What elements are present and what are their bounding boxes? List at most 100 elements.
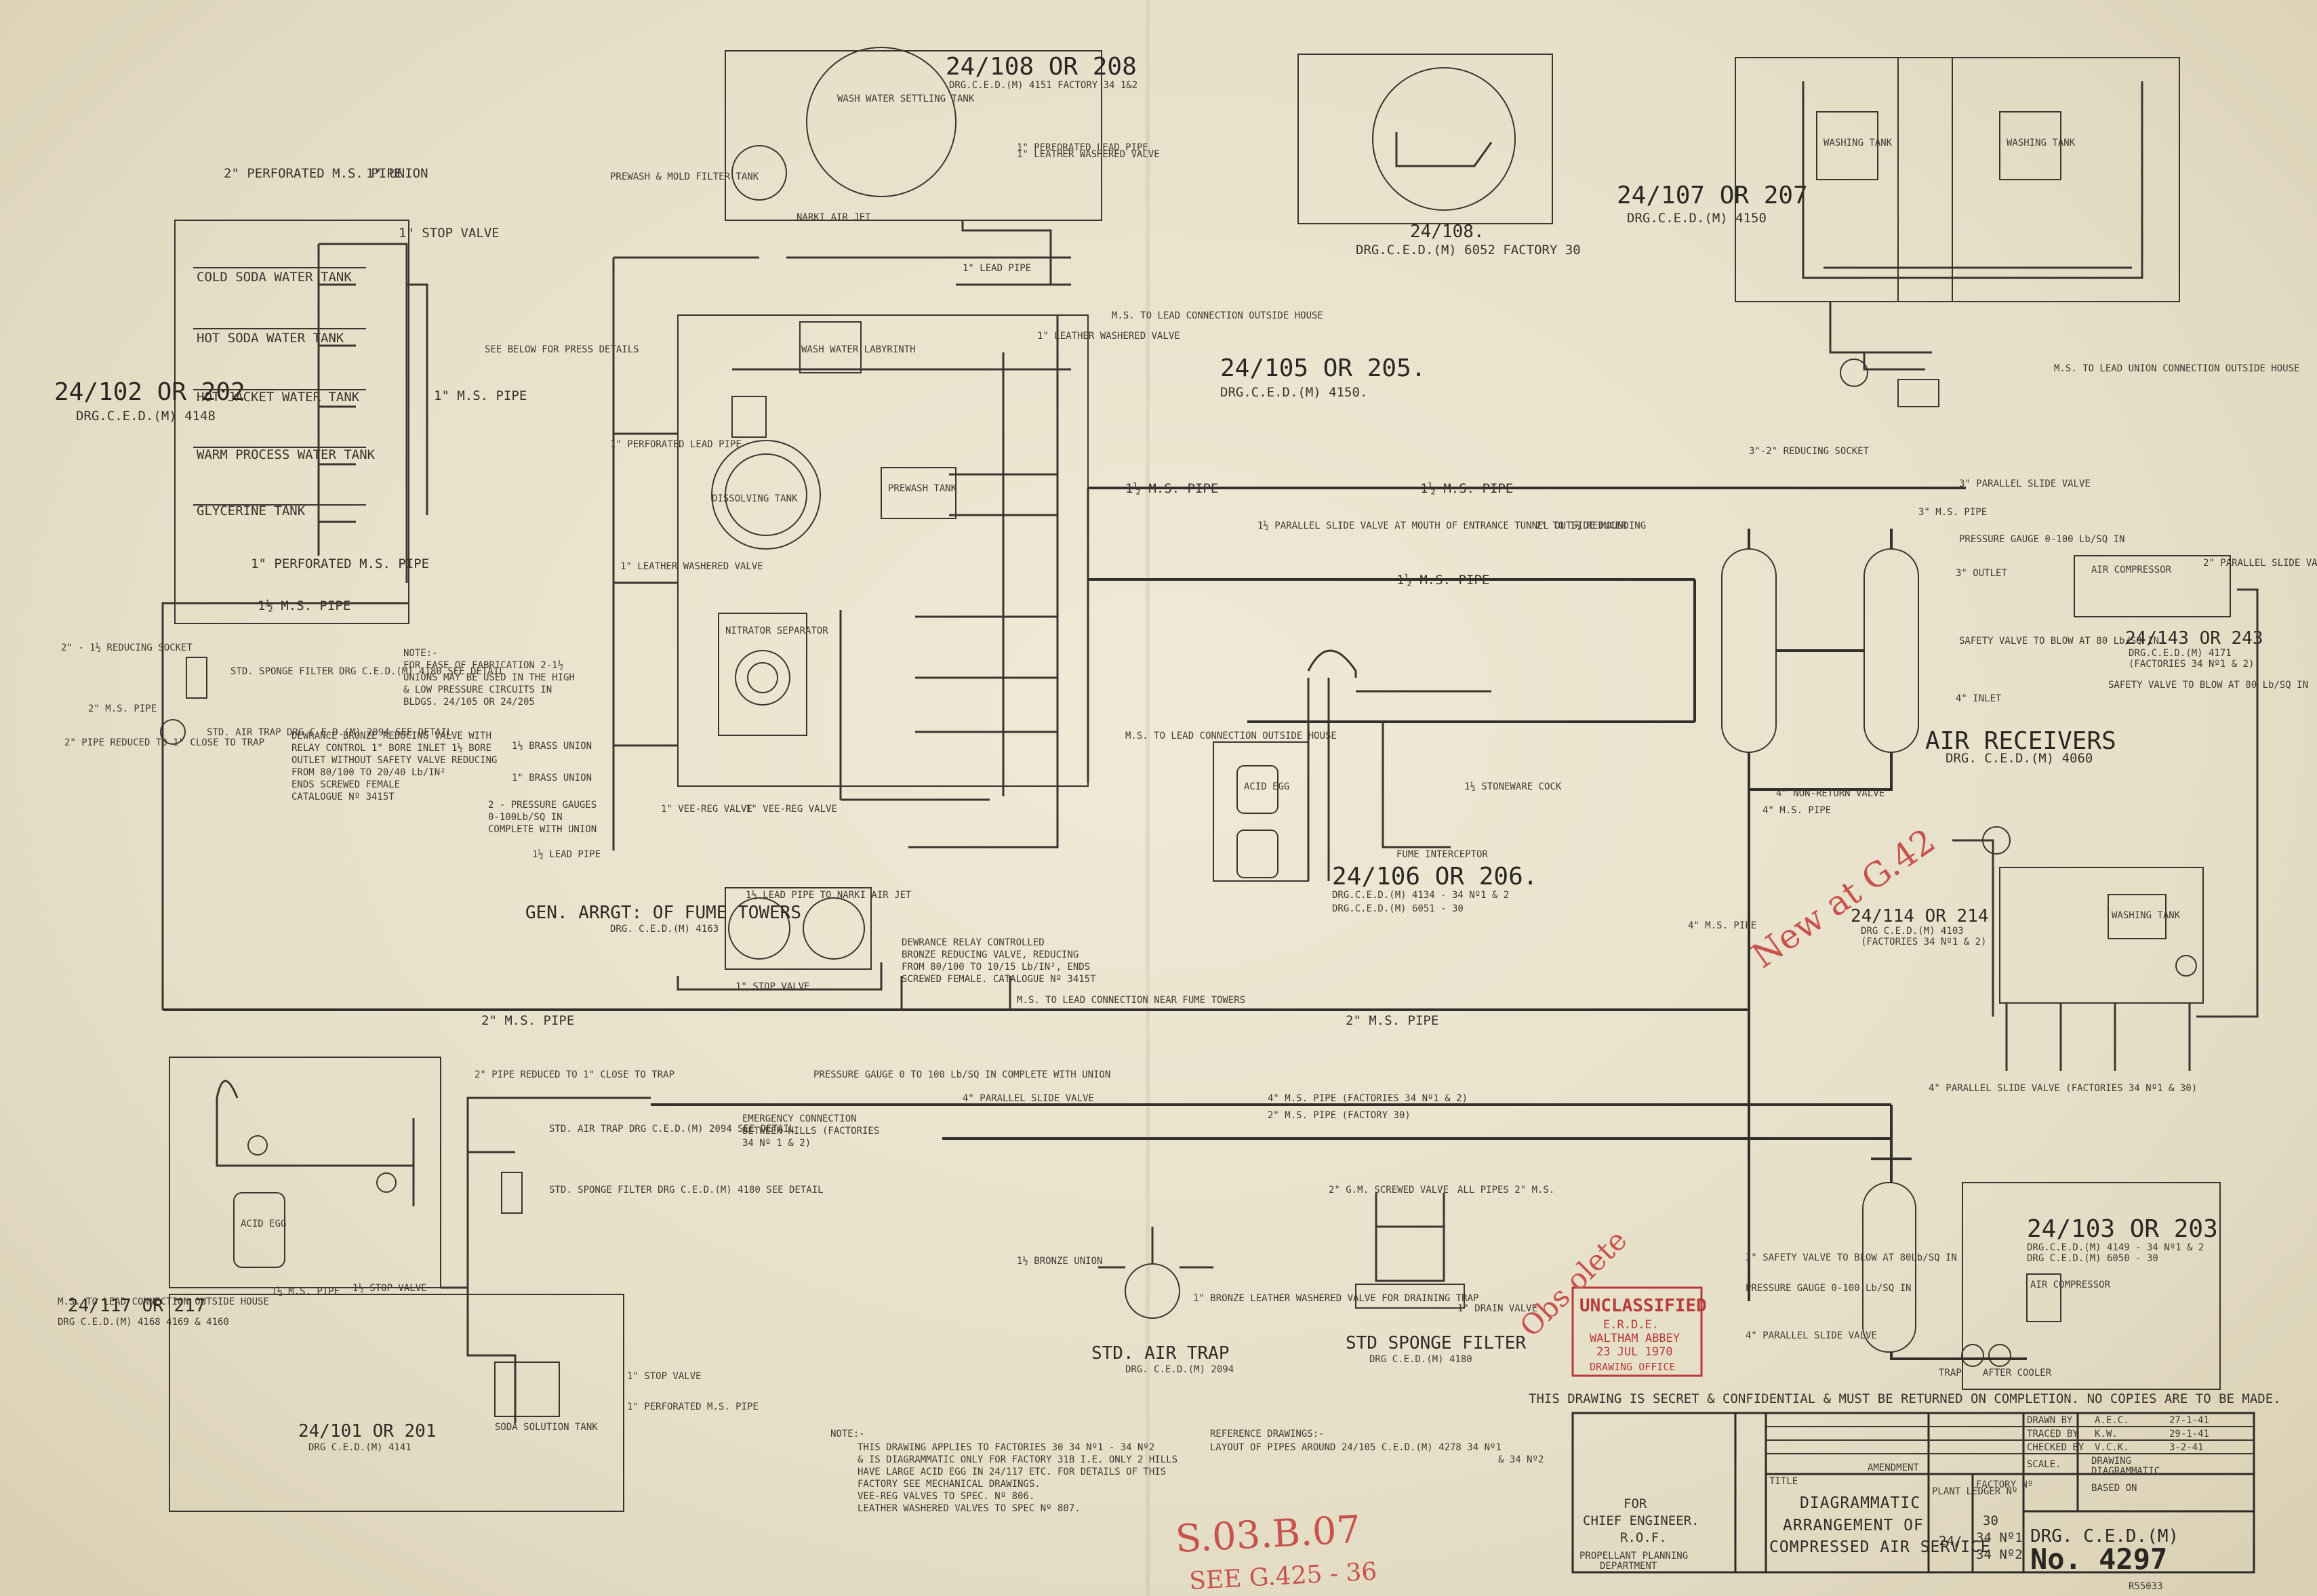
svg-text:3" OUTLET: 3" OUTLET [1956, 568, 2007, 579]
svg-text:WASHING TANK: WASHING TANK [1824, 138, 1893, 148]
svg-text:BLDGS. 24/105 OR 24/205: BLDGS. 24/105 OR 24/205 [403, 697, 535, 708]
svg-text:ACID EGG: ACID EGG [241, 1219, 286, 1229]
svg-text:CHECKED BY: CHECKED BY [2027, 1442, 2084, 1453]
svg-text:M.S. TO LEAD UNION CONNECTION: M.S. TO LEAD UNION CONNECTION OUTSIDE HO… [2054, 363, 2299, 374]
section-107-title: 24/107 OR 207 [1617, 182, 1808, 209]
section-24-106: 24/106 OR 206. DRG.C.E.D.(M) 4134 - 34 N… [1213, 649, 1562, 914]
svg-text:DRG C.E.D.(M) 6050 - 30: DRG C.E.D.(M) 6050 - 30 [2027, 1253, 2158, 1264]
tank-warm-process: WARM PROCESS WATER TANK [197, 447, 376, 462]
unclassified-stamp: UNCLASSIFIED E.R.D.E. WALTHAM ABBEY 23 J… [1571, 1286, 1707, 1377]
label-pipe-reduced: 2" PIPE REDUCED TO 1" CLOSE TO TRAP [64, 737, 264, 748]
svg-text:E.R.D.E.: E.R.D.E. [1603, 1318, 1659, 1332]
svg-text:SODA SOLUTION TANK: SODA SOLUTION TANK [495, 1422, 598, 1433]
svg-text:AIR COMPRESSOR: AIR COMPRESSOR [2091, 565, 2172, 575]
svg-text:M.S. TO LEAD CONNECTION OUTSID: M.S. TO LEAD CONNECTION OUTSIDE HOUSE [1112, 310, 1323, 321]
svg-text:4" M.S. PIPE: 4" M.S. PIPE [1688, 920, 1756, 931]
svg-text:DRG C.E.D.(M) 4180: DRG C.E.D.(M) 4180 [1369, 1354, 1472, 1365]
svg-text:FOR: FOR [1624, 1496, 1647, 1511]
svg-text:30: 30 [1983, 1513, 1998, 1528]
section-108-drg: DRG.C.E.D.(M) 4151 FACTORY 34 1&2 [949, 80, 1137, 91]
svg-text:1½ M.S. PIPE: 1½ M.S. PIPE [1420, 481, 1513, 496]
svg-text:NOTE:-: NOTE:- [403, 648, 438, 659]
svg-text:1½ M.S. PIPE: 1½ M.S. PIPE [271, 1286, 340, 1297]
svg-text:1" DRAIN VALVE: 1" DRAIN VALVE [1457, 1303, 1537, 1314]
title-line-1: DIAGRAMMATIC [1800, 1494, 1920, 1512]
nitrator-separator [718, 613, 807, 736]
svg-text:DRAWN BY: DRAWN BY [2027, 1415, 2073, 1426]
svg-text:(FACTORIES 34 Nº1 & 2): (FACTORIES 34 Nº1 & 2) [2129, 659, 2254, 670]
label-ms-pipe-1: 1" M.S. PIPE [434, 388, 527, 403]
svg-text:3-2-41: 3-2-41 [2169, 1442, 2204, 1453]
svg-text:NOTE:-: NOTE:- [830, 1429, 865, 1439]
svg-text:STD. SPONGE FILTER DRG C.E.D.(: STD. SPONGE FILTER DRG C.E.D.(M) 4180 SE… [549, 1185, 824, 1195]
svg-text:4" PARALLEL SLIDE VALVE: 4" PARALLEL SLIDE VALVE [963, 1093, 1094, 1104]
svg-text:SCREWED FEMALE. CATALOGUE Nº 3: SCREWED FEMALE. CATALOGUE Nº 3415T [902, 974, 1096, 985]
tank-hot-soda: HOT SODA WATER TANK [197, 331, 344, 346]
svg-text:SAFETY VALVE TO BLOW AT 80 Lb/: SAFETY VALVE TO BLOW AT 80 Lb/SQ IN [1959, 636, 2159, 647]
section-24-103: 24/103 OR 203 DRG.C.E.D.(M) 4149 - 34 Nº… [1746, 1139, 2221, 1390]
svg-text:1" LEAD PIPE: 1" LEAD PIPE [963, 263, 1031, 274]
fabrication-note: NOTE:- FOR EASE OF FABRICATION 2-1½ UNIO… [403, 648, 575, 708]
section-24-117: ACID EGG 24/117 OR 217 DRG C.E.D.(M) 416… [58, 1057, 824, 1328]
svg-text:1½ LEAD PIPE TO NARKI AIR JET: 1½ LEAD PIPE TO NARKI AIR JET [746, 890, 912, 901]
svg-text:34 Nº2: 34 Nº2 [1976, 1547, 2023, 1562]
svg-text:1½ PARALLEL SLIDE VALVE AT MOU: 1½ PARALLEL SLIDE VALVE AT MOUTH OF ENTR… [1257, 520, 1646, 531]
red-mark-location: S.03.B.07 [1174, 1508, 1361, 1561]
svg-text:2" M.S. PIPE: 2" M.S. PIPE [1346, 1013, 1438, 1028]
svg-text:DRG. C.E.D.(M) 2094: DRG. C.E.D.(M) 2094 [1125, 1364, 1234, 1375]
svg-text:FUME INTERCEPTOR: FUME INTERCEPTOR [1396, 849, 1488, 860]
svg-text:1½ LEAD PIPE: 1½ LEAD PIPE [532, 849, 601, 860]
svg-text:1" VEE-REG VALVE: 1" VEE-REG VALVE [661, 804, 752, 815]
svg-text:RELAY CONTROL 1" BORE INLET 1½: RELAY CONTROL 1" BORE INLET 1½ BORE [291, 743, 491, 754]
svg-text:K.W.: K.W. [2095, 1429, 2118, 1439]
svg-text:3" PARALLEL SLIDE VALVE: 3" PARALLEL SLIDE VALVE [1959, 478, 2091, 489]
reference-note: REFERENCE DRAWINGS:- LAYOUT OF PIPES ARO… [1210, 1429, 1544, 1465]
svg-text:BRONZE REDUCING VALVE, REDUCIN: BRONZE REDUCING VALVE, REDUCING [902, 949, 1079, 960]
label-ms-pipe-15: 1½ M.S. PIPE [258, 598, 350, 613]
svg-text:LEATHER WASHERED VALVES TO SPE: LEATHER WASHERED VALVES TO SPEC Nº 807. [858, 1503, 1081, 1514]
dissolving-tank [711, 440, 821, 550]
svg-text:REFERENCE DRAWINGS:-: REFERENCE DRAWINGS:- [1210, 1429, 1325, 1439]
svg-text:FACTORY SEE MECHANICAL DRAWING: FACTORY SEE MECHANICAL DRAWINGS. [858, 1479, 1041, 1490]
svg-text:TRAP: TRAP [1939, 1368, 1962, 1378]
svg-text:DRG.C.E.D.(M) 4134 - 34 Nº1 &: DRG.C.E.D.(M) 4134 - 34 Nº1 & 2 [1332, 890, 1509, 901]
svg-text:2" PARALLEL SLIDE VALVE: 2" PARALLEL SLIDE VALVE [2203, 558, 2317, 569]
prewash-tank [881, 467, 956, 519]
svg-text:23 JUL 1970: 23 JUL 1970 [1596, 1345, 1673, 1359]
amendment-label: AMENDMENT [1868, 1462, 1919, 1473]
svg-text:1" LEATHER WASHERED VALVE: 1" LEATHER WASHERED VALVE [1017, 149, 1160, 160]
svg-text:34 Nº 1 & 2): 34 Nº 1 & 2) [742, 1138, 811, 1149]
std-air-trap: STD. AIR TRAP DRG. C.E.D.(M) 2094 1½ BRO… [1017, 1227, 1478, 1375]
section-105-drg: DRG.C.E.D.(M) 4150. [1220, 385, 1367, 400]
catalog-number: R55033 [2129, 1581, 2163, 1592]
svg-text:SCALE.: SCALE. [2027, 1459, 2061, 1470]
svg-text:TRACED BY: TRACED BY [2027, 1429, 2078, 1439]
section-103-title: 24/103 OR 203 [2027, 1215, 2218, 1243]
svg-text:DRAWING: DRAWING [2091, 1456, 2131, 1467]
air-receivers-drg: DRG. C.E.D.(M) 4060 [1946, 751, 2093, 766]
section-106-title: 24/106 OR 206. [1332, 863, 1537, 891]
svg-text:3"-2" REDUCING SOCKET: 3"-2" REDUCING SOCKET [1749, 446, 1870, 457]
svg-text:EMERGENCY CONNECTION: EMERGENCY CONNECTION [742, 1113, 857, 1124]
tank-hot-jacket: HOT JACKET WATER TANK [197, 390, 360, 405]
label-reducing-socket: 2" - 1½ REDUCING SOCKET [61, 642, 193, 653]
section-101-title: 24/101 OR 201 [298, 1421, 437, 1441]
svg-text:R.O.F.: R.O.F. [1620, 1530, 1667, 1545]
section-114-title: 24/114 OR 214 [1851, 906, 1989, 926]
filter-trap-102: STD. SPONGE FILTER DRG C.E.D.(M) 4180 SE… [61, 642, 505, 748]
svg-text:3" SAFETY VALVE TO BLOW AT 80L: 3" SAFETY VALVE TO BLOW AT 80Lb/SQ IN [1746, 1252, 1957, 1263]
svg-text:1½ STONEWARE COCK: 1½ STONEWARE COCK [1464, 781, 1562, 792]
svg-text:CHIEF ENGINEER.: CHIEF ENGINEER. [1583, 1513, 1699, 1528]
svg-text:1" LEATHER WASHERED VALVE: 1" LEATHER WASHERED VALVE [1037, 331, 1180, 342]
svg-text:ALL PIPES 2" M.S.: ALL PIPES 2" M.S. [1457, 1185, 1554, 1195]
svg-text:2" G.M. SCREWED VALVE: 2" G.M. SCREWED VALVE [1329, 1185, 1449, 1195]
svg-text:1½ M.S. PIPE: 1½ M.S. PIPE [1125, 481, 1218, 496]
section-117-title: 24/117 OR 217 [68, 1296, 206, 1316]
fume-towers-drg: DRG. C.E.D.(M) 4163 [610, 924, 719, 935]
svg-text:ACID EGG: ACID EGG [1244, 781, 1289, 792]
svg-text:2" PIPE REDUCED TO 1" CLOSE TO: 2" PIPE REDUCED TO 1" CLOSE TO TRAP [475, 1069, 674, 1080]
red-mark-see: SEE G.425 - 36 [1188, 1558, 1377, 1595]
svg-text:DRG C.E.D.(M) 4141: DRG C.E.D.(M) 4141 [308, 1442, 411, 1453]
svg-text:(FACTORIES 34 Nº1 & 2): (FACTORIES 34 Nº1 & 2) [1861, 937, 1986, 947]
